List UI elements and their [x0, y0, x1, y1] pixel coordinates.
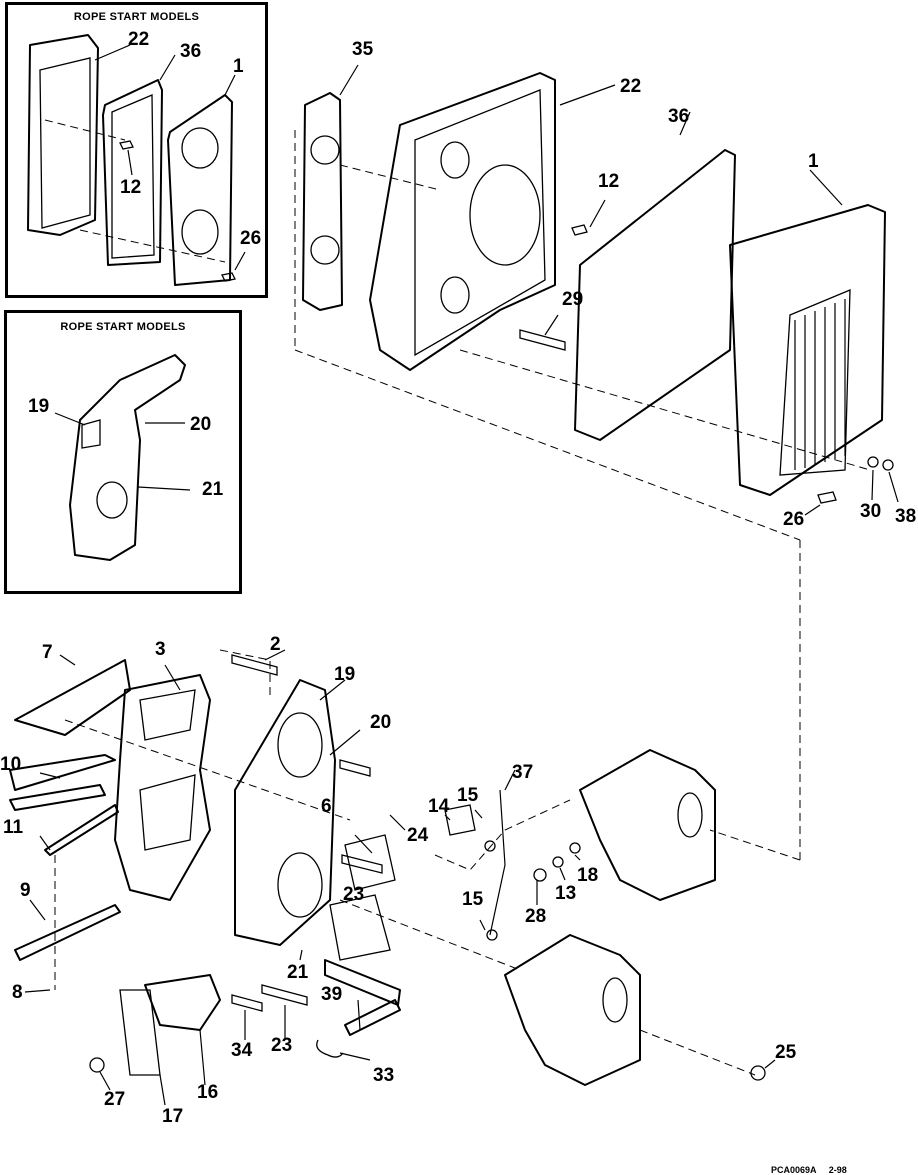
callout-37: 37: [512, 762, 534, 783]
reed-and-manifold-assembly: [9, 649, 406, 1106]
callout-22: 22: [128, 29, 150, 50]
figure-date: 2-98: [828, 1165, 847, 1175]
carburetor-assembly: [339, 749, 801, 1086]
callout-22: 22: [620, 76, 642, 97]
callout-36: 36: [180, 41, 202, 62]
callout-11: 11: [3, 817, 24, 838]
callout-18: 18: [577, 865, 599, 886]
inset1-parts: [27, 34, 246, 286]
callout-12: 12: [598, 171, 620, 192]
inset-title: ROPE START MODELS: [73, 11, 200, 23]
figure-code: PCA0069A 2-98: [771, 1165, 847, 1175]
callout-34: 34: [231, 1040, 253, 1061]
callout-13: 13: [555, 883, 577, 904]
callout-19: 19: [28, 396, 50, 417]
inset-rope-start-airbox: ROPE START MODELS: [5, 2, 268, 298]
airbox-assembly: [294, 64, 899, 860]
callout-33: 33: [373, 1065, 395, 1086]
callout-3: 3: [155, 639, 166, 660]
callout-39: 39: [321, 984, 343, 1005]
callout-9: 9: [20, 880, 31, 901]
inset-title: ROPE START MODELS: [60, 321, 186, 333]
callout-15: 15: [457, 785, 479, 806]
callout-38: 38: [895, 506, 917, 527]
callout-30: 30: [860, 501, 882, 522]
callout-26: 26: [783, 509, 805, 530]
callout-23: 23: [271, 1035, 293, 1056]
callout-6: 6: [321, 796, 332, 817]
callout-10: 10: [0, 754, 22, 775]
callout-2: 2: [270, 634, 281, 655]
callout-24: 24: [407, 825, 429, 846]
callout-21: 21: [287, 962, 309, 983]
callout-28: 28: [525, 906, 547, 927]
callout-20: 20: [190, 414, 212, 435]
inset-rope-start-manifold: ROPE START MODELS: [4, 310, 242, 594]
callout-25: 25: [775, 1042, 797, 1063]
callout-15: 15: [462, 889, 484, 910]
callout-23: 23: [343, 884, 365, 905]
callout-8: 8: [12, 982, 23, 1003]
inset2-parts: [54, 354, 191, 561]
callout-27: 27: [104, 1089, 126, 1110]
callout-29: 29: [562, 289, 584, 310]
callout-26: 26: [240, 228, 262, 249]
callout-7: 7: [42, 642, 53, 663]
callout-21: 21: [202, 479, 224, 500]
callout-1: 1: [233, 56, 244, 77]
callout-1: 1: [808, 151, 819, 172]
figure-id: PCA0069A: [771, 1165, 817, 1175]
callout-17: 17: [162, 1106, 184, 1127]
callout-16: 16: [197, 1082, 219, 1103]
callout-20: 20: [370, 712, 392, 733]
callout-12: 12: [120, 177, 142, 198]
callout-19: 19: [334, 664, 356, 685]
callout-36: 36: [668, 106, 690, 127]
callout-35: 35: [352, 39, 374, 60]
callout-14: 14: [428, 796, 450, 817]
